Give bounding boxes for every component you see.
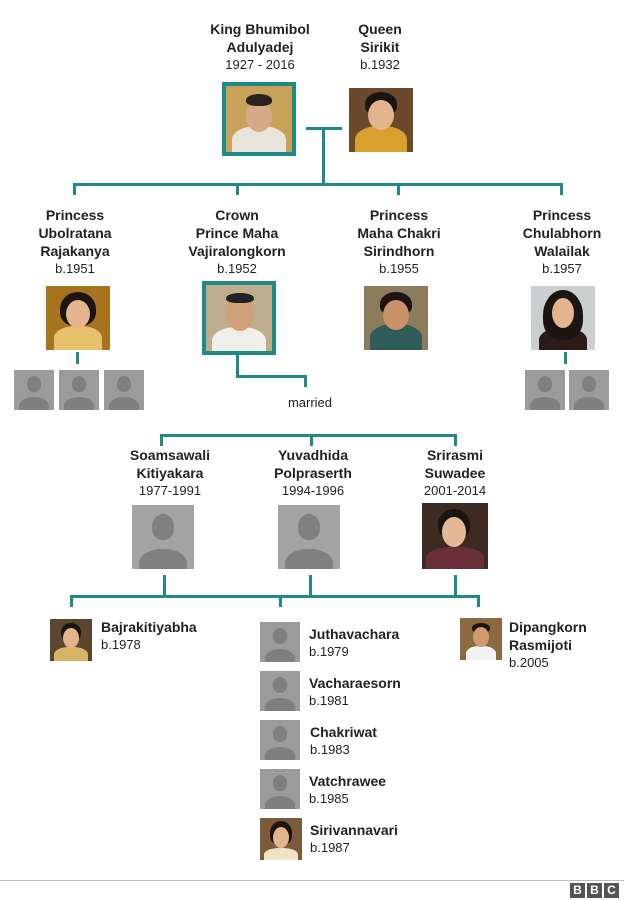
grandchild-years: b.2005 — [509, 655, 549, 670]
grandchild-name-line1: Dipangkorn — [509, 619, 587, 635]
sirindhorn-photo — [364, 286, 428, 350]
spouse-label-soamsawali: Soamsawali Kitiyakara 1977-1991 — [105, 446, 235, 500]
grandchild-years: b.1979 — [309, 644, 349, 659]
chulabhorn-photo — [531, 286, 595, 350]
grandchild-name: Sirivannavari — [310, 822, 398, 838]
child-name-line1: Crown — [215, 207, 259, 223]
grandchild-name: Bajrakitiyabha — [101, 619, 197, 635]
child-label-ubolratana: Princess Ubolratana Rajakanya b.1951 — [15, 206, 135, 278]
grandchild-years: b.1981 — [309, 693, 349, 708]
grandchild-label-juthavachara: Juthavachara b.1979 — [309, 625, 399, 661]
bbc-logo: B B C — [570, 883, 619, 898]
king-name-line1: King Bhumibol — [210, 21, 310, 37]
vajiralongkorn-photo — [202, 281, 276, 355]
king-photo — [222, 82, 296, 156]
spouse-name-line1: Srirasmi — [426, 447, 484, 463]
child-name-line2: Ubolratana — [38, 225, 112, 241]
grandchild-label-sirivannavari: Sirivannavari b.1987 — [310, 821, 398, 857]
king-name-line2: Adulyadej — [226, 39, 294, 55]
person-silhouette-icon — [59, 370, 99, 410]
queen-name-line2: Sirikit — [360, 39, 400, 55]
person-silhouette-icon — [569, 370, 609, 410]
grandchild-name-line2: Rasmijoti — [509, 637, 573, 653]
spouse-name-line1: Soamsawali — [129, 447, 211, 463]
child-name-line3: Sirindhorn — [363, 243, 435, 259]
bajrakitiyabha-photo — [50, 619, 92, 661]
person-silhouette-icon — [525, 370, 565, 410]
child-years: b.1955 — [379, 261, 419, 276]
person-silhouette-icon — [260, 622, 300, 662]
spouse-label-srirasmi: Srirasmi Suwadee 2001-2014 — [390, 446, 520, 500]
person-silhouette-icon — [260, 671, 300, 711]
child-years: b.1952 — [217, 261, 257, 276]
spouse-name-line2: Polpraserth — [274, 465, 352, 481]
dipangkorn-photo — [460, 618, 502, 660]
person-silhouette-icon — [260, 769, 300, 809]
married-label: married — [287, 395, 333, 410]
srirasmi-photo — [422, 503, 488, 569]
grandchild-years: b.1985 — [309, 791, 349, 806]
child-name-line3: Rajakanya — [40, 243, 110, 259]
grandchild-name: Juthavachara — [309, 626, 400, 642]
spouse-name-line2: Kitiyakara — [136, 465, 204, 481]
grandchild-name: Chakriwat — [310, 724, 377, 740]
child-name-line2: Maha Chakri — [357, 225, 441, 241]
grandchild-years: b.1987 — [310, 840, 350, 855]
person-silhouette-icon — [278, 505, 340, 569]
grandchild-label-bajrakitiyabha: Bajrakitiyabha b.1978 — [101, 618, 197, 654]
logo-letter: B — [587, 883, 602, 898]
grandchild-years: b.1978 — [101, 637, 141, 652]
grandchild-name: Vacharaesorn — [309, 675, 401, 691]
spouse-name-line1: Yuvadhida — [277, 447, 349, 463]
grandchild-name: Vatchrawee — [309, 773, 387, 789]
child-label-vajiralongkorn: Crown Prince Maha Vajiralongkorn b.1952 — [167, 206, 307, 278]
child-name-line3: Walailak — [534, 243, 590, 259]
logo-letter: C — [604, 883, 619, 898]
footer-divider — [0, 880, 624, 881]
grandchild-label-vacharaesorn: Vacharaesorn b.1981 — [309, 674, 401, 710]
king-label: King Bhumibol Adulyadej 1927 - 2016 — [190, 20, 330, 74]
grandchild-label-vatchrawee: Vatchrawee b.1985 — [309, 772, 386, 808]
person-silhouette-icon — [260, 720, 300, 760]
queen-years: b.1932 — [360, 57, 400, 72]
child-label-chulabhorn: Princess Chulabhorn Walailak b.1957 — [497, 206, 624, 278]
king-years: 1927 - 2016 — [225, 57, 295, 72]
queen-label: Queen Sirikit b.1932 — [330, 20, 430, 74]
queen-photo — [349, 88, 413, 152]
spouse-years: 1977-1991 — [138, 483, 202, 498]
child-name-line1: Princess — [45, 207, 105, 223]
person-silhouette-icon — [14, 370, 54, 410]
grandchild-label-chakriwat: Chakriwat b.1983 — [310, 723, 377, 759]
person-silhouette-icon — [104, 370, 144, 410]
sirivannavari-photo — [260, 818, 302, 860]
child-years: b.1957 — [542, 261, 582, 276]
spouse-label-yuvadhida: Yuvadhida Polpraserth 1994-1996 — [248, 446, 378, 500]
spouse-years: 2001-2014 — [423, 483, 487, 498]
person-silhouette-icon — [132, 505, 194, 569]
child-name-line1: Princess — [532, 207, 592, 223]
spouse-years: 1994-1996 — [281, 483, 345, 498]
child-name-line2: Chulabhorn — [522, 225, 602, 241]
child-name-line2: Prince Maha — [195, 225, 279, 241]
ubolratana-photo — [46, 286, 110, 350]
logo-letter: B — [570, 883, 585, 898]
child-years: b.1951 — [55, 261, 95, 276]
grandchild-years: b.1983 — [310, 742, 350, 757]
child-name-line3: Vajiralongkorn — [188, 243, 286, 259]
spouse-name-line2: Suwadee — [424, 465, 486, 481]
child-name-line1: Princess — [369, 207, 429, 223]
grandchild-label-dipangkorn: Dipangkorn Rasmijoti b.2005 — [509, 618, 587, 672]
child-label-sirindhorn: Princess Maha Chakri Sirindhorn b.1955 — [334, 206, 464, 278]
queen-name-line1: Queen — [358, 21, 402, 37]
